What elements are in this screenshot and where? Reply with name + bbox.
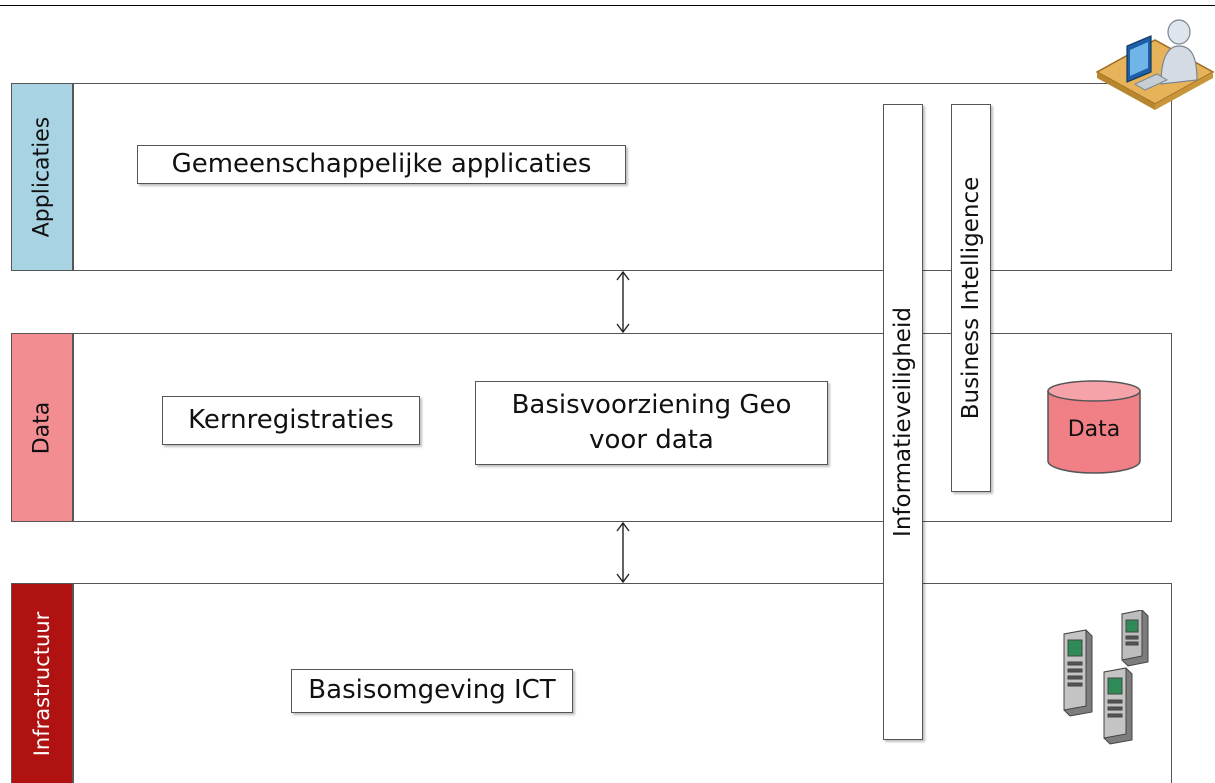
- gemeenschappelijke-applicaties-box: Gemeenschappelijke applicaties: [137, 145, 626, 184]
- data-layer-label: Data: [29, 401, 55, 454]
- infrastructuur-layer-tab: Infrastructuur: [11, 583, 73, 783]
- basisomgeving-ict-label: Basisomgeving ICT: [308, 675, 556, 706]
- basisvoorziening-geo-box: Basisvoorziening Geo voor data: [475, 381, 828, 465]
- basisvoorziening-geo-label-line2: voor data: [589, 425, 714, 455]
- business-intelligence-bar: Business Intelligence: [951, 104, 991, 492]
- database-cylinder-icon: Data: [1047, 380, 1141, 474]
- kernregistraties-label: Kernregistraties: [188, 404, 394, 435]
- informatieveiligheid-bar: Informatieveiligheid: [883, 104, 923, 740]
- basisvoorziening-geo-label-line1: Basisvoorziening Geo: [511, 389, 792, 420]
- top-divider-line: [0, 5, 1215, 6]
- database-cylinder-label: Data: [1068, 417, 1121, 442]
- server-rack-icon: [1063, 610, 1149, 745]
- applicaties-layer-label: Applicaties: [29, 116, 55, 238]
- user-at-computer-icon: [1095, 19, 1215, 110]
- data-layer-tab: Data: [11, 333, 73, 522]
- business-intelligence-label: Business Intelligence: [958, 176, 984, 420]
- applicaties-layer-tab: Applicaties: [11, 83, 73, 271]
- informatieveiligheid-label: Informatieveiligheid: [890, 307, 916, 537]
- infrastructuur-layer-label: Infrastructuur: [30, 611, 54, 756]
- gemeenschappelijke-applicaties-label: Gemeenschappelijke applicaties: [171, 148, 592, 179]
- data-infrastructuur-double-arrow: [616, 522, 630, 583]
- infrastructuur-layer-band: [73, 583, 1172, 783]
- applicaties-data-double-arrow: [616, 271, 630, 333]
- kernregistraties-box: Kernregistraties: [162, 396, 420, 445]
- basisomgeving-ict-box: Basisomgeving ICT: [291, 669, 573, 713]
